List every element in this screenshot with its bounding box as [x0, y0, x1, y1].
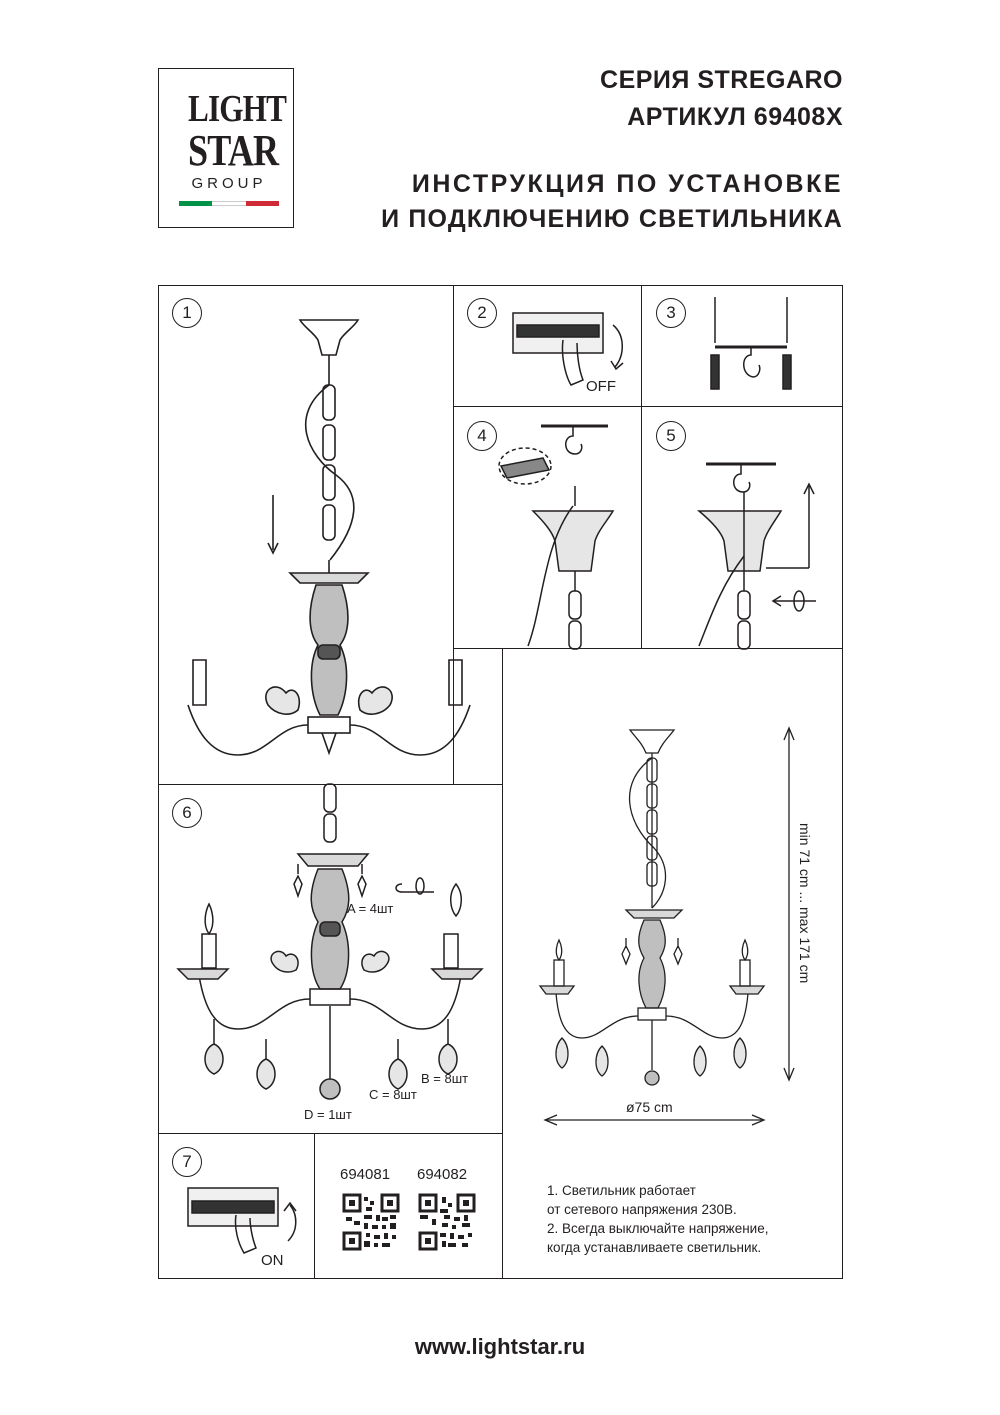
- logo-word-light: LIGHT: [188, 88, 287, 130]
- height-dimension-label: min 71 cm ... max 171 cm: [797, 823, 813, 984]
- note-line-3: 2. Всегда выключайте напряжение,: [547, 1221, 769, 1236]
- safety-notes: 1. Светильник работает от сетевого напря…: [547, 1181, 827, 1257]
- step-3-hook-drawing: [710, 297, 792, 390]
- step-5-canopy-drawing: [696, 462, 816, 650]
- qr-code-2-label: 694082: [417, 1166, 468, 1183]
- step-7-power-on-drawing: [187, 1187, 297, 1254]
- italian-flag-stripe: [179, 201, 279, 206]
- step-number-5: 5: [656, 421, 686, 451]
- logo-word-group: GROUP: [191, 175, 267, 192]
- website-link[interactable]: www.lightstar.ru: [414, 1334, 586, 1359]
- article-number: АРТИКУЛ 69408X: [627, 103, 843, 131]
- brand-logo: LIGHT STAR GROUP: [158, 68, 294, 228]
- qr-code-1[interactable]: [342, 1193, 400, 1251]
- part-b-label: B = 8шт: [421, 1071, 469, 1086]
- step-number-4: 4: [467, 421, 497, 451]
- instruction-title-line2: И ПОДКЛЮЧЕНИЮ СВЕТИЛЬНИКА: [381, 205, 843, 233]
- off-label: OFF: [586, 378, 616, 395]
- step-6-crystals-drawing: [176, 783, 484, 1100]
- part-a-label: A = 4шт: [347, 901, 394, 916]
- step-2-power-off-drawing: [512, 312, 624, 386]
- step-number-7: 7: [172, 1147, 202, 1177]
- step-number-2: 2: [467, 298, 497, 328]
- step-number-1: 1: [172, 298, 202, 328]
- dimensions-panel: [502, 648, 843, 1279]
- part-c-label: C = 8шт: [369, 1087, 417, 1102]
- note-line-1: 1. Светильник работает: [547, 1183, 696, 1198]
- qr-code-2[interactable]: [418, 1193, 476, 1251]
- part-d-label: D = 1шт: [304, 1107, 352, 1122]
- series-title: СЕРИЯ STREGARO: [600, 66, 843, 94]
- step-1-assembly-drawing: [187, 319, 471, 756]
- diameter-dimension-label: ø75 cm: [626, 1099, 673, 1115]
- note-line-2: от сетевого напряжения 230В.: [547, 1202, 737, 1217]
- step-4-hanging-drawing: [498, 424, 615, 650]
- on-label: ON: [261, 1252, 284, 1269]
- step-number-6: 6: [172, 798, 202, 828]
- step-number-3: 3: [656, 298, 686, 328]
- instruction-title-line1: ИНСТРУКЦИЯ ПО УСТАНОВКЕ: [411, 170, 843, 198]
- qr-code-1-label: 694081: [340, 1166, 391, 1183]
- dimensions-drawing: [538, 726, 795, 1126]
- step-1-panel: [158, 285, 454, 785]
- note-line-4: когда устанавливаете светильник.: [547, 1240, 762, 1255]
- logo-word-star: STAR: [188, 126, 279, 175]
